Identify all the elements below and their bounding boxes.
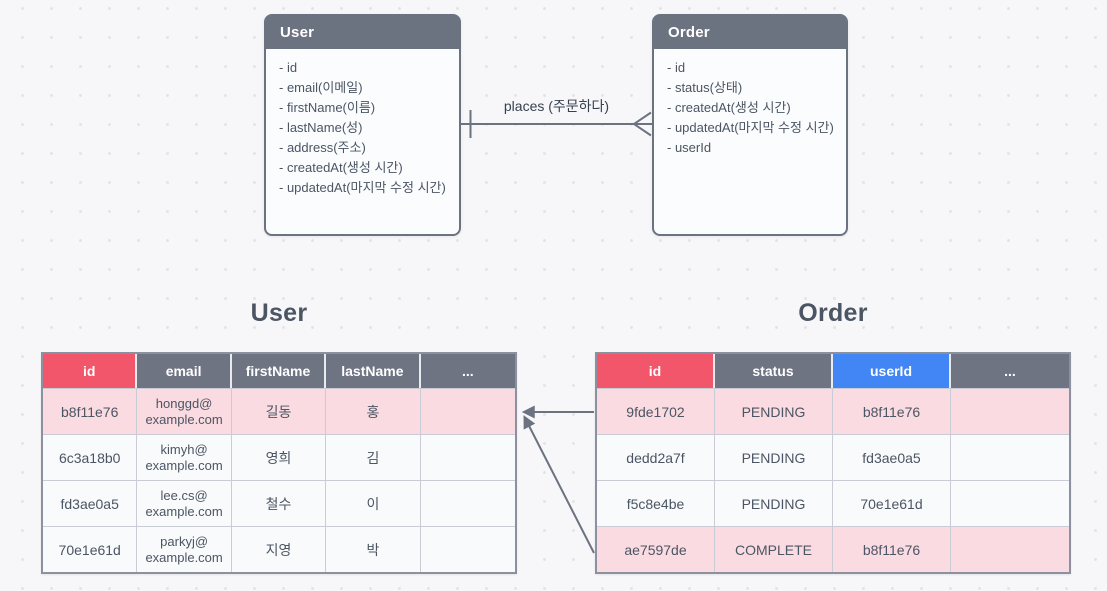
user-table-header-row: id email firstName lastName ... [43, 354, 515, 388]
user-table-row: 70e1e61d parkyj@ example.com 지영 박 [43, 526, 515, 572]
cell-more [951, 388, 1069, 434]
entity-user-fields: - id - email(이메일) - firstName(이름) - last… [266, 49, 459, 207]
user-table-row: b8f11e76 honggd@ example.com 길동 홍 [43, 388, 515, 434]
cell-status: PENDING [715, 388, 833, 434]
cell-lastname: 김 [326, 434, 421, 480]
order-table-row: 9fde1702 PENDING b8f11e76 [597, 388, 1069, 434]
cell-id: 6c3a18b0 [43, 434, 138, 480]
cell-status: COMPLETE [715, 526, 833, 572]
user-col-id: id [43, 354, 138, 388]
order-table-row: dedd2a7f PENDING fd3ae0a5 [597, 434, 1069, 480]
order-col-more: ... [951, 354, 1069, 388]
cell-email: parkyj@ example.com [137, 526, 232, 572]
order-col-userid: userId [833, 354, 951, 388]
cell-id: f5c8e4be [597, 480, 715, 526]
order-col-status: status [715, 354, 833, 388]
cell-userid: b8f11e76 [833, 388, 951, 434]
order-table-header-row: id status userId ... [597, 354, 1069, 388]
cell-userid: 70e1e61d [833, 480, 951, 526]
cell-id: 70e1e61d [43, 526, 138, 572]
cell-id: 9fde1702 [597, 388, 715, 434]
cell-id: b8f11e76 [43, 388, 138, 434]
entity-user-field: - address(주소) [279, 140, 366, 155]
entity-order-field: - updatedAt(마지막 수정 시간) [667, 120, 834, 135]
entity-order-field: - createdAt(생성 시간) [667, 100, 791, 115]
entity-user-field: - createdAt(생성 시간) [279, 160, 403, 175]
entity-order-field: - id [667, 60, 686, 75]
user-table: id email firstName lastName ... b8f11e76… [41, 352, 517, 574]
user-col-more: ... [420, 354, 515, 388]
entity-user-field: - firstName(이름) [279, 100, 376, 115]
cell-more [951, 526, 1069, 572]
user-table-title: User [250, 299, 308, 327]
order-col-id: id [597, 354, 715, 388]
order-table-row: ae7597de COMPLETE b8f11e76 [597, 526, 1069, 572]
order-table-title: Order [798, 299, 868, 327]
cell-more [420, 480, 515, 526]
cell-lastname: 홍 [326, 388, 421, 434]
cell-more [420, 388, 515, 434]
cell-status: PENDING [715, 434, 833, 480]
entity-user-title: User [280, 24, 315, 41]
relationship-label: places (주문하다) [503, 98, 610, 114]
user-table-row: 6c3a18b0 kimyh@ example.com 영희 김 [43, 434, 515, 480]
entity-user-field: - lastName(성) [279, 120, 363, 135]
entity-order-fields: - id - status(상태) - createdAt(생성 시간) - u… [654, 49, 846, 167]
cell-firstname: 길동 [231, 388, 327, 434]
entity-user: User - id - email(이메일) - firstName(이름) -… [264, 14, 461, 236]
order-table: id status userId ... 9fde1702 PENDING b8… [595, 352, 1071, 574]
user-table-row: fd3ae0a5 lee.cs@ example.com 철수 이 [43, 480, 515, 526]
entity-user-field: - updatedAt(마지막 수정 시간) [279, 180, 446, 195]
user-col-lastname: lastName [326, 354, 421, 388]
cell-email: kimyh@ example.com [137, 434, 232, 480]
cell-more [420, 526, 515, 572]
entity-order-header: Order [654, 16, 846, 49]
cell-firstname: 철수 [231, 480, 327, 526]
fk-arrow-order-row4-to-user-row1 [523, 415, 595, 554]
entity-order-title: Order [668, 24, 710, 41]
entity-user-field: - email(이메일) [279, 80, 363, 95]
user-col-firstname: firstName [231, 354, 327, 388]
cell-userid: b8f11e76 [833, 526, 951, 572]
cell-userid: fd3ae0a5 [833, 434, 951, 480]
cell-lastname: 이 [326, 480, 421, 526]
cell-firstname: 영희 [231, 434, 327, 480]
cell-id: fd3ae0a5 [43, 480, 138, 526]
cell-lastname: 박 [326, 526, 421, 572]
entity-order: Order - id - status(상태) - createdAt(생성 시… [652, 14, 848, 236]
cell-email: honggd@ example.com [137, 388, 232, 434]
entity-user-field: - id [279, 60, 298, 75]
cell-id: dedd2a7f [597, 434, 715, 480]
entity-user-header: User [266, 16, 459, 49]
cell-email: lee.cs@ example.com [137, 480, 232, 526]
cell-more [951, 480, 1069, 526]
cell-id: ae7597de [597, 526, 715, 572]
entity-order-field: - userId [667, 140, 712, 155]
user-col-email: email [137, 354, 232, 388]
order-table-row: f5c8e4be PENDING 70e1e61d [597, 480, 1069, 526]
entity-order-field: - status(상태) [667, 80, 743, 95]
cell-firstname: 지영 [231, 526, 327, 572]
cell-more [951, 434, 1069, 480]
cell-more [420, 434, 515, 480]
cell-status: PENDING [715, 480, 833, 526]
